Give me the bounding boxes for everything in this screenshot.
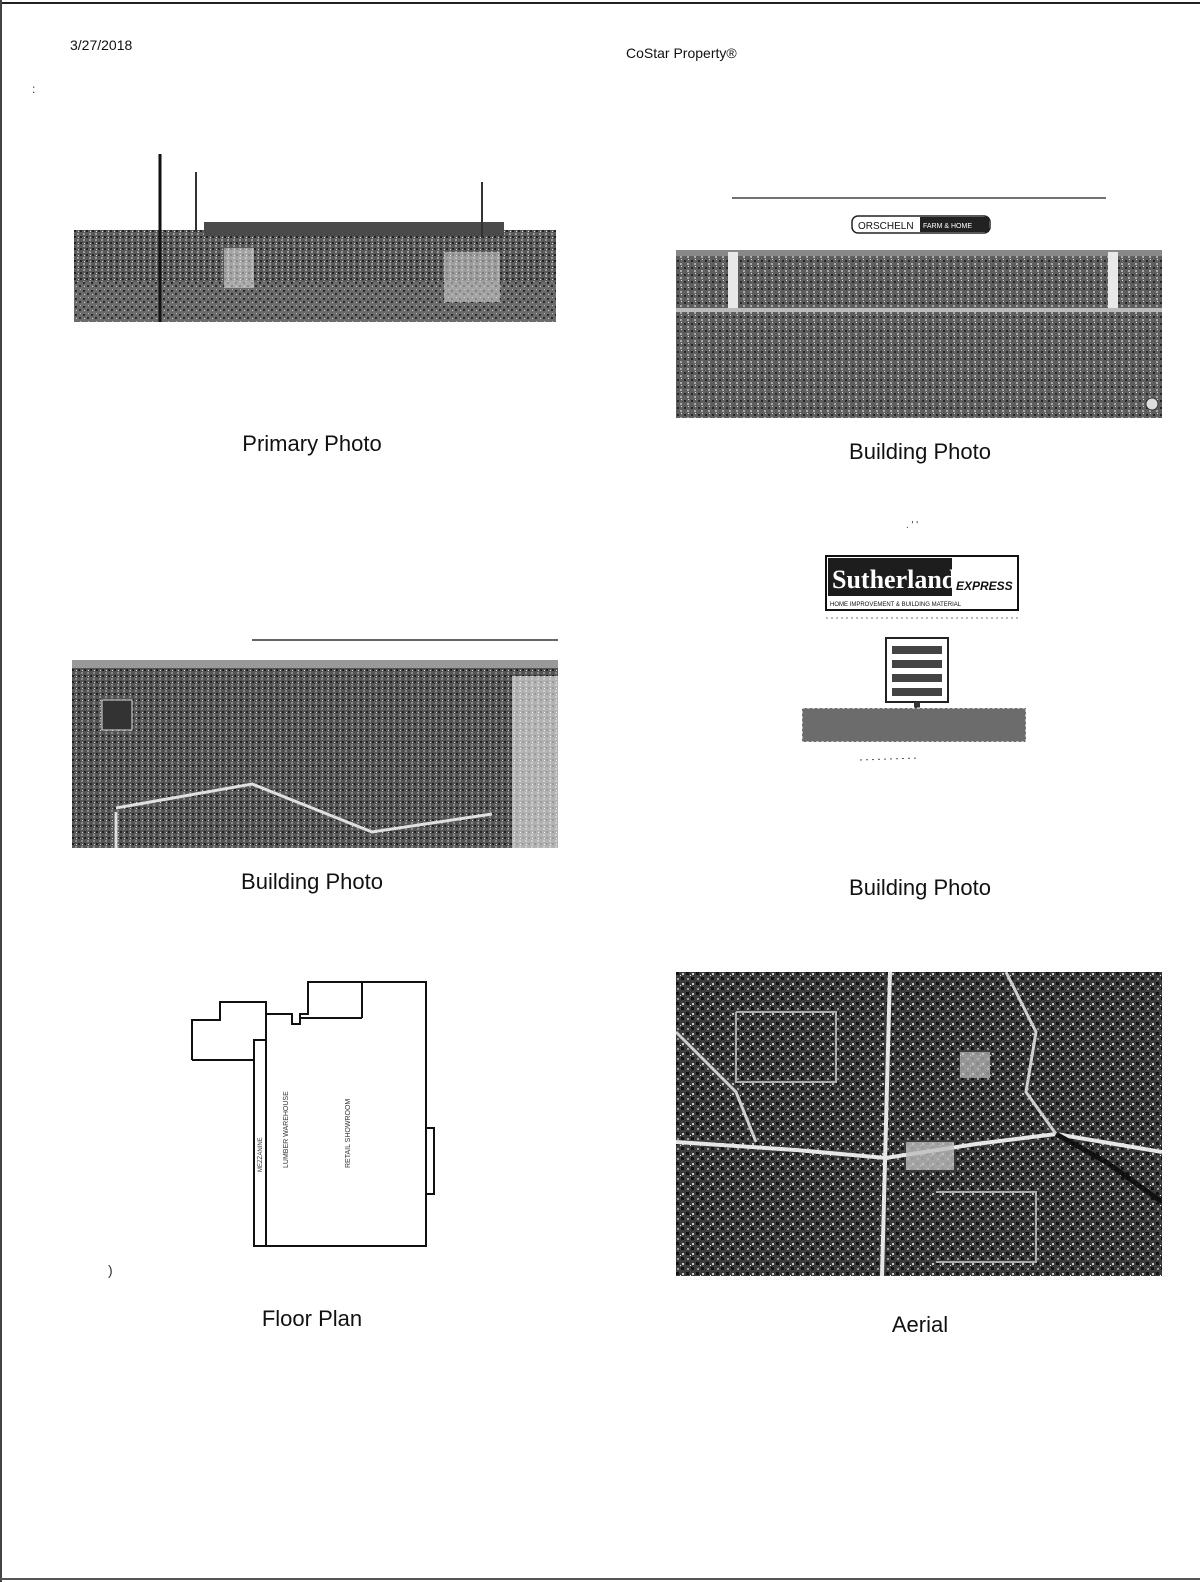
header-date: 3/27/2018 — [70, 37, 133, 53]
building-photo-parking[interactable] — [72, 636, 560, 848]
orscheln-sign-tag: FARM & HOME — [923, 223, 972, 230]
orscheln-sign-text: ORSCHELN — [858, 221, 914, 232]
page-top-edge — [0, 2, 1200, 4]
floor-plan-label-lumber: LUMBER WAREHOUSE — [283, 1091, 290, 1168]
primary-photo[interactable] — [74, 152, 560, 328]
header-brand: CoStar Property® — [626, 45, 737, 61]
scan-speck: : — [32, 82, 36, 96]
aerial-photo[interactable] — [676, 972, 1162, 1276]
floor-plan-label-retail: RETAIL SHOWROOM — [345, 1099, 352, 1168]
building-photo-caption-2: Building Photo — [241, 869, 383, 894]
sutherlands-sign-text: Sutherlands — [832, 565, 966, 594]
aerial-caption: Aerial — [891, 1312, 949, 1337]
primary-photo-caption: Primary Photo — [242, 431, 382, 456]
scan-speck: ) — [108, 1262, 113, 1278]
floor-plan-caption: Floor Plan — [261, 1306, 363, 1331]
sutherlands-tagline: HOME IMPROVEMENT & BUILDING MATERIAL — [830, 602, 962, 608]
floor-plan-label-mezzanine: MEZZANINE — [258, 1137, 264, 1172]
building-photo-orscheln[interactable]: ORSCHELN FARM & HOME — [676, 196, 1162, 418]
floor-plan-drawing[interactable]: RETAIL SHOWROOM LUMBER WAREHOUSE MEZZANI… — [170, 958, 466, 1278]
sign-speckle: . ' ' — [906, 520, 918, 531]
building-photo-caption-1: Building Photo — [849, 439, 991, 464]
building-photo-caption-3: Building Photo — [849, 875, 991, 900]
sutherlands-express-text: EXPRESS — [956, 579, 1013, 593]
building-photo-sutherlands-sign[interactable]: . ' ' Sutherlands EXPRESS HOME IMPROVEME… — [798, 512, 1034, 776]
page-left-edge — [0, 0, 2, 1582]
page-bottom-edge — [0, 1578, 1200, 1580]
